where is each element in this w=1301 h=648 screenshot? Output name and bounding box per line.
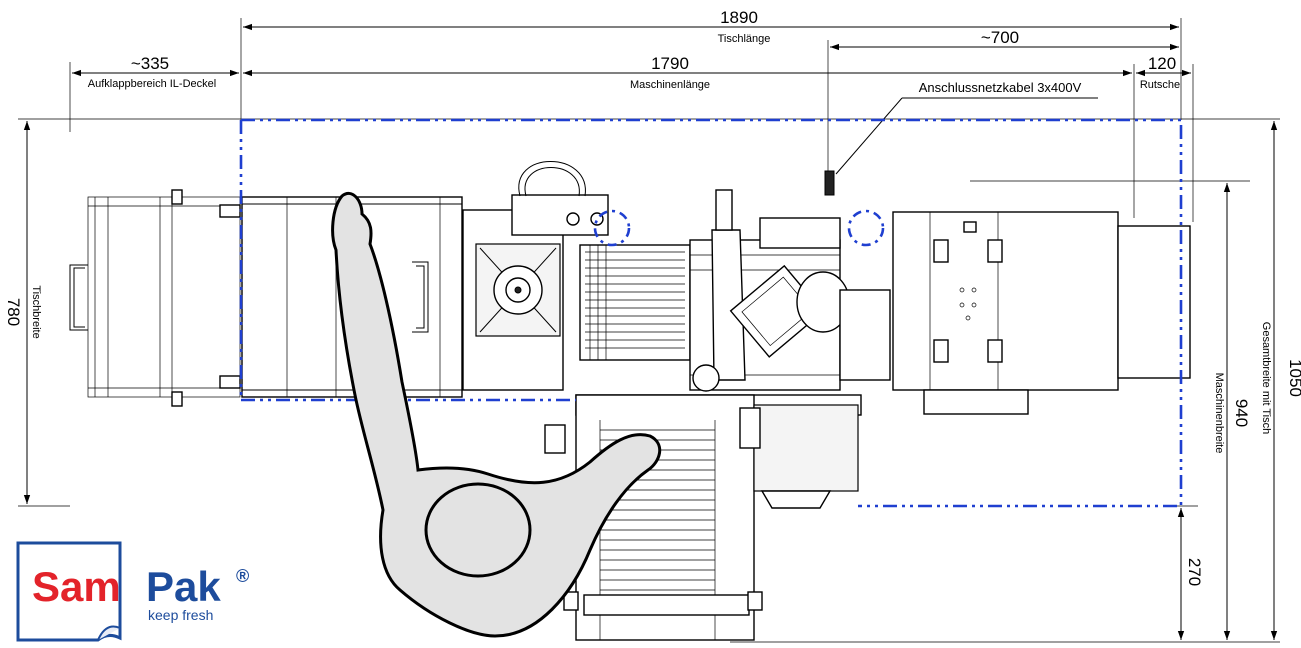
- logo-brand-pak: Pak: [146, 563, 221, 610]
- lid-area-value: ~335: [131, 54, 169, 73]
- cable-entry-marker: [593, 209, 631, 247]
- power-cable-label: Anschlussnetzkabel 3x400V: [919, 80, 1082, 95]
- power-cable-plug: [824, 170, 835, 196]
- table-width-value: 780: [4, 298, 23, 326]
- operator-silhouette: [331, 191, 662, 638]
- table-length-value: 1890: [720, 8, 758, 27]
- machine-length-label: Maschinenlänge: [630, 79, 710, 91]
- machine-width-label: Maschinenbreite: [1213, 373, 1225, 454]
- control-section: [689, 189, 891, 392]
- total-width-value: 1050: [1286, 359, 1301, 397]
- table-width-label: Tischbreite: [30, 285, 42, 338]
- front-table: [544, 394, 862, 641]
- machine-boundary: [239, 118, 1183, 508]
- chute-label: Rutsche: [1140, 79, 1180, 91]
- outlet-unit: [892, 211, 1191, 415]
- cable-offset-value: ~700: [981, 28, 1019, 47]
- machine-width-value: 940: [1232, 399, 1251, 427]
- sealing-unit: [462, 161, 609, 391]
- chute-value: 120: [1148, 54, 1176, 73]
- conveyor-rollers: [579, 244, 691, 361]
- logo-tagline: keep fresh: [148, 607, 213, 623]
- logo-brand-sam: Sam: [32, 563, 121, 610]
- total-width-label: Gesamtbreite mit Tisch: [1260, 322, 1272, 434]
- sampak-logo: Sam Pak ® keep fresh: [16, 541, 249, 642]
- lid-open-area: [69, 189, 241, 407]
- cable-entry-marker: [847, 209, 885, 247]
- power-cable-callout: Anschlussnetzkabel 3x400V: [824, 80, 1098, 196]
- extension-value: 270: [1185, 558, 1204, 586]
- lid-area-label: Aufklappbereich IL-Deckel: [88, 78, 216, 90]
- logo-registered: ®: [236, 566, 249, 586]
- machine-length-value: 1790: [651, 54, 689, 73]
- dimension-lines: [18, 18, 1280, 643]
- machine-drawing: [69, 161, 1191, 641]
- dimension-texts: 1890 Tischlänge 1790 Maschinenlänge ~335…: [4, 8, 1301, 586]
- table-length-label: Tischlänge: [718, 33, 771, 45]
